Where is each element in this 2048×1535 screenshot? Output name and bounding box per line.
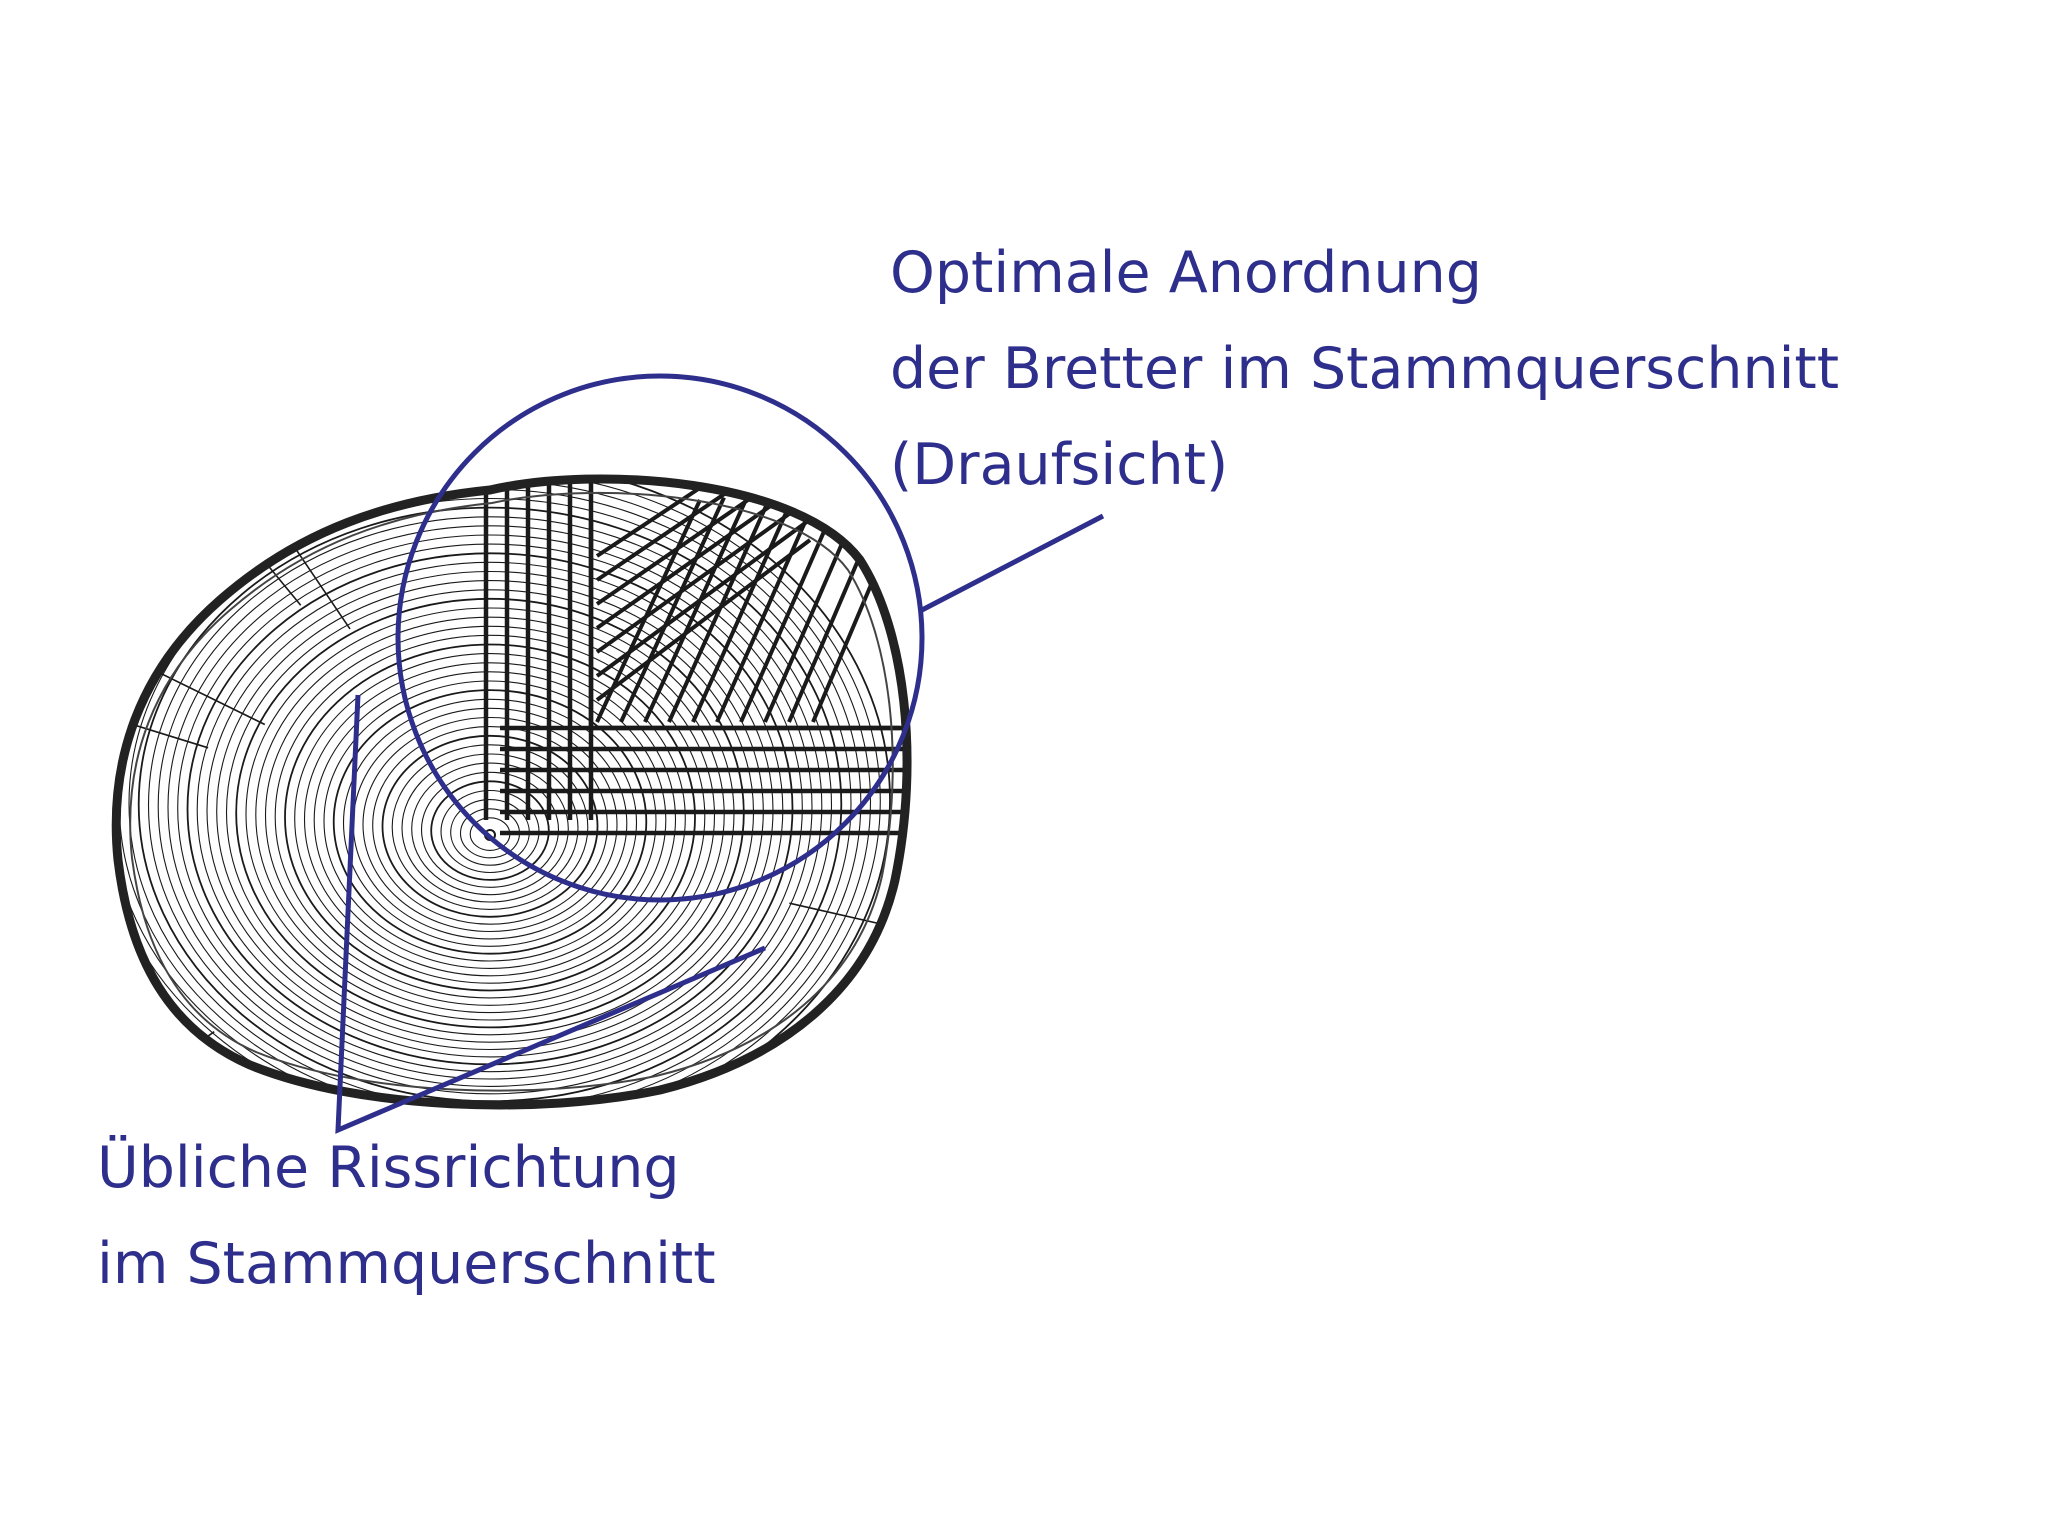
growth-ring <box>167 534 813 1080</box>
board-edge-diagonal <box>691 489 798 723</box>
board-edge-diagonal <box>595 490 821 654</box>
radial-crack <box>414 478 418 484</box>
growth-ring <box>274 634 706 999</box>
growth-ring <box>196 561 784 1058</box>
growth-ring <box>147 516 833 1095</box>
board-edge-diagonal <box>619 496 726 723</box>
growth-ring <box>128 497 852 1105</box>
radial-crack <box>789 902 908 937</box>
growth-ring <box>284 643 696 992</box>
board-edge-diagonal <box>595 478 836 582</box>
crack-direction-triangle <box>335 694 766 1134</box>
board-edge-diagonal <box>595 514 816 678</box>
growth-ring <box>420 771 560 888</box>
board-corner <box>588 520 900 731</box>
growth-ring <box>177 543 803 1073</box>
annotations <box>335 373 1105 1134</box>
growth-ring <box>116 478 891 1105</box>
boards-label: Optimale Anordnung der Bretter im Stammq… <box>890 225 1839 513</box>
growth-ring <box>255 616 725 1014</box>
growth-ring <box>294 653 686 984</box>
cracks-label-line-2: im Stammquerschnitt <box>97 1231 716 1297</box>
board-edge-diagonal <box>595 478 840 558</box>
boards-label-line-2: der Bretter im Stammquerschnitt <box>890 336 1840 402</box>
cracks-label-line-1: Übliche Rissrichtung <box>97 1135 680 1201</box>
cracks-label: Übliche Rissrichtung im Stammquerschnitt <box>97 1120 716 1312</box>
growth-rings <box>116 478 891 1105</box>
growth-ring <box>411 762 569 896</box>
growth-ring <box>264 625 716 1006</box>
boards-leader-line <box>920 513 1105 613</box>
growth-ring <box>372 726 608 925</box>
growth-ring <box>116 478 881 1105</box>
growth-ring <box>430 780 550 881</box>
log-cross-section <box>111 474 912 1110</box>
board-edge-diagonal <box>595 478 831 606</box>
bark-outline <box>111 474 912 1110</box>
growth-ring <box>332 689 648 955</box>
board-edge-diagonal <box>595 538 812 702</box>
bark-inner-line <box>129 491 894 1092</box>
growth-ring <box>391 744 589 910</box>
boards-highlight-circle <box>395 373 925 903</box>
boards-label-line-1: Optimale Anordnung <box>890 240 1482 306</box>
growth-ring <box>157 525 823 1087</box>
growth-ring <box>381 734 599 918</box>
growth-ring <box>362 716 618 933</box>
growth-ring <box>303 662 677 977</box>
growth-ring <box>323 680 657 962</box>
boards-label-line-3: (Draufsicht) <box>890 432 1229 498</box>
growth-ring <box>401 753 579 903</box>
growth-ring <box>342 698 638 947</box>
growth-ring <box>313 671 667 969</box>
